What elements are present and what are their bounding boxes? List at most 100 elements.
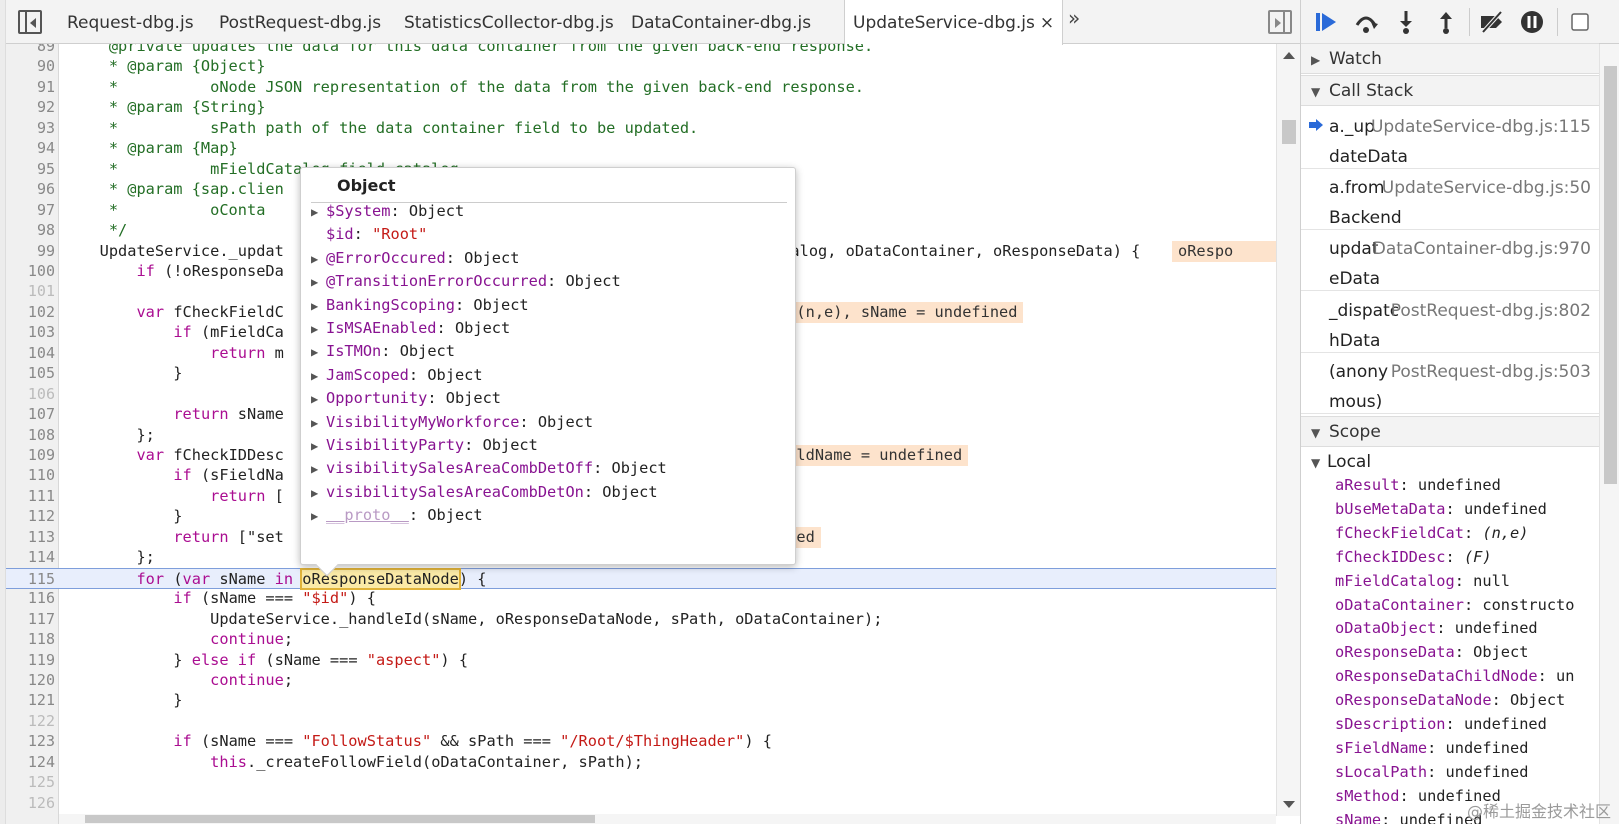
frame-location-link[interactable]: UpdateService-dbg.js:115: [1370, 117, 1591, 137]
object-property[interactable]: ▶@ErrorOccured: Object: [311, 246, 519, 270]
callstack-section-header[interactable]: ▼Call Stack: [1301, 75, 1599, 106]
scope-variable[interactable]: aResult: undefined: [1335, 473, 1599, 497]
scrollbar-thumb[interactable]: [85, 815, 595, 823]
line-number[interactable]: 109: [27, 446, 55, 464]
scope-variable[interactable]: mFieldCatalog: null: [1335, 569, 1599, 593]
line-number[interactable]: 111: [27, 486, 55, 505]
scope-variable[interactable]: bUseMetaData: undefined: [1335, 497, 1599, 521]
tab-request-dbg[interactable]: Request-dbg.js: [67, 13, 194, 33]
code-line[interactable]: 89 @private updates the data for this da…: [6, 44, 1276, 57]
object-property[interactable]: ▶visibilitySalesAreaCombDetOn: Object: [311, 480, 658, 504]
object-property[interactable]: ▶$System: Object: [311, 199, 464, 223]
object-property[interactable]: ▶IsTMOn: Object: [311, 339, 455, 363]
more-tabs-icon[interactable]: »: [1068, 6, 1081, 30]
scrollbar-thumb[interactable]: [1282, 120, 1296, 144]
scope-variable[interactable]: oDataObject: undefined: [1335, 616, 1599, 640]
step-over-icon[interactable]: [1353, 9, 1379, 35]
object-property[interactable]: ▶JamScoped: Object: [311, 363, 483, 387]
toggle-debugger-icon[interactable]: [1268, 10, 1292, 34]
code-line[interactable]: 126: [6, 793, 1276, 814]
code-line[interactable]: 107 return sName: [6, 404, 1276, 425]
code-line[interactable]: 112 }: [6, 506, 1276, 527]
resume-icon[interactable]: [1313, 9, 1339, 35]
scope-variable[interactable]: ▶fCheckFieldCat: (n,e): [1335, 521, 1599, 545]
line-number[interactable]: 123: [27, 732, 55, 751]
expand-triangle-icon[interactable]: ▶: [311, 485, 319, 500]
line-number[interactable]: 100: [27, 261, 55, 280]
line-number[interactable]: 91: [36, 77, 55, 96]
code-line[interactable]: 110 if (sFieldNa: [6, 465, 1276, 486]
code-line[interactable]: 117 UpdateService._handleId(sName, oResp…: [6, 609, 1276, 630]
editor-horizontal-scrollbar[interactable]: [59, 814, 1276, 824]
object-property[interactable]: ▶Opportunity: Object: [311, 386, 501, 410]
scroll-up-icon[interactable]: [1283, 52, 1295, 59]
line-number[interactable]: 106: [27, 384, 55, 403]
async-checkbox-icon[interactable]: [1567, 9, 1593, 35]
local-scope-header[interactable]: ▼Local: [1311, 452, 1372, 472]
line-number[interactable]: 89: [36, 44, 55, 55]
scope-variable[interactable]: ▶oResponseDataNode: Object: [1335, 688, 1599, 712]
code-line[interactable]: 108 };: [6, 425, 1276, 446]
line-number[interactable]: 96: [36, 180, 55, 199]
code-line[interactable]: 125: [6, 772, 1276, 793]
tab-statisticscollector-dbg[interactable]: StatisticsCollector-dbg.js: [404, 13, 614, 33]
expand-triangle-icon[interactable]: ▶: [311, 275, 319, 290]
line-number[interactable]: 92: [36, 98, 55, 117]
expand-triangle-icon[interactable]: ▶: [311, 509, 319, 524]
line-number[interactable]: 118: [27, 630, 55, 649]
code-line[interactable]: 104 return m: [6, 343, 1276, 364]
pause-on-exceptions-icon[interactable]: [1519, 9, 1545, 35]
code-line[interactable]: 122: [6, 711, 1276, 732]
code-line[interactable]: 115 for (var sName in oResponseDataNode)…: [6, 567, 1276, 590]
code-line[interactable]: 98 */: [6, 220, 1276, 241]
line-number[interactable]: 105: [27, 364, 55, 383]
line-number[interactable]: 98: [36, 221, 55, 240]
code-line[interactable]: 120 continue;: [6, 670, 1276, 691]
code-line[interactable]: 105 }: [6, 363, 1276, 384]
line-number[interactable]: 110: [27, 466, 55, 485]
line-number[interactable]: 107: [27, 405, 55, 424]
object-property[interactable]: ▶BankingScoping: Object: [311, 293, 529, 317]
scope-variable[interactable]: oResponseDataChildNode: un: [1335, 664, 1599, 688]
line-number[interactable]: 121: [27, 691, 55, 710]
watch-section-header[interactable]: ▶Watch: [1301, 43, 1599, 74]
expand-triangle-icon[interactable]: ▶: [311, 251, 319, 266]
code-line[interactable]: 106: [6, 384, 1276, 405]
code-line[interactable]: 90 * @param {Object}: [6, 56, 1276, 77]
object-property[interactable]: ▶IsMSAEnabled: Object: [311, 316, 510, 340]
expand-triangle-icon[interactable]: ▶: [311, 439, 319, 453]
line-number[interactable]: 99: [36, 241, 55, 260]
expand-triangle-icon[interactable]: ▶: [311, 205, 319, 219]
code-line[interactable]: 123 if (sName === "FollowStatus" && sPat…: [6, 731, 1276, 752]
expand-triangle-icon[interactable]: ▶: [311, 345, 319, 360]
scope-variable[interactable]: sLocalPath: undefined: [1335, 760, 1599, 784]
line-number[interactable]: 112: [27, 507, 55, 526]
scroll-down-icon[interactable]: [1283, 801, 1295, 808]
object-property[interactable]: ▶visibilitySalesAreaCombDetOff: Object: [311, 456, 667, 480]
code-area[interactable]: 89 @private updates the data for this da…: [6, 44, 1276, 814]
expand-triangle-icon[interactable]: ▶: [311, 462, 319, 477]
code-line[interactable]: 97 * oConta: [6, 200, 1276, 221]
frame-location-link[interactable]: PostRequest-dbg.js:802: [1390, 300, 1591, 321]
line-number[interactable]: 104: [27, 343, 55, 362]
object-property[interactable]: ▶@TransitionErrorOccurred: Object: [311, 269, 621, 293]
hovered-identifier[interactable]: oResponseDataNode: [300, 567, 461, 590]
scope-variable[interactable]: ▶fCheckIDDesc: (F): [1335, 545, 1599, 569]
line-number-gutter[interactable]: [6, 44, 59, 824]
line-number[interactable]: 97: [36, 200, 55, 219]
scope-variable[interactable]: ▶oResponseData: Object: [1335, 640, 1599, 664]
line-number[interactable]: 124: [27, 752, 55, 771]
debugger-vertical-scrollbar[interactable]: [1599, 44, 1619, 824]
line-number[interactable]: 116: [27, 589, 55, 608]
code-line[interactable]: 101: [6, 281, 1276, 302]
line-number[interactable]: 117: [27, 609, 55, 628]
code-line[interactable]: 113 return ["set: [6, 527, 1276, 548]
code-line[interactable]: 119 } else if (sName === "aspect") {: [6, 650, 1276, 671]
expand-triangle-icon[interactable]: ▶: [311, 368, 319, 383]
tab-updateservice-dbg[interactable]: UpdateService-dbg.js×: [844, 0, 1064, 45]
expand-triangle-icon[interactable]: ▶: [311, 392, 319, 407]
